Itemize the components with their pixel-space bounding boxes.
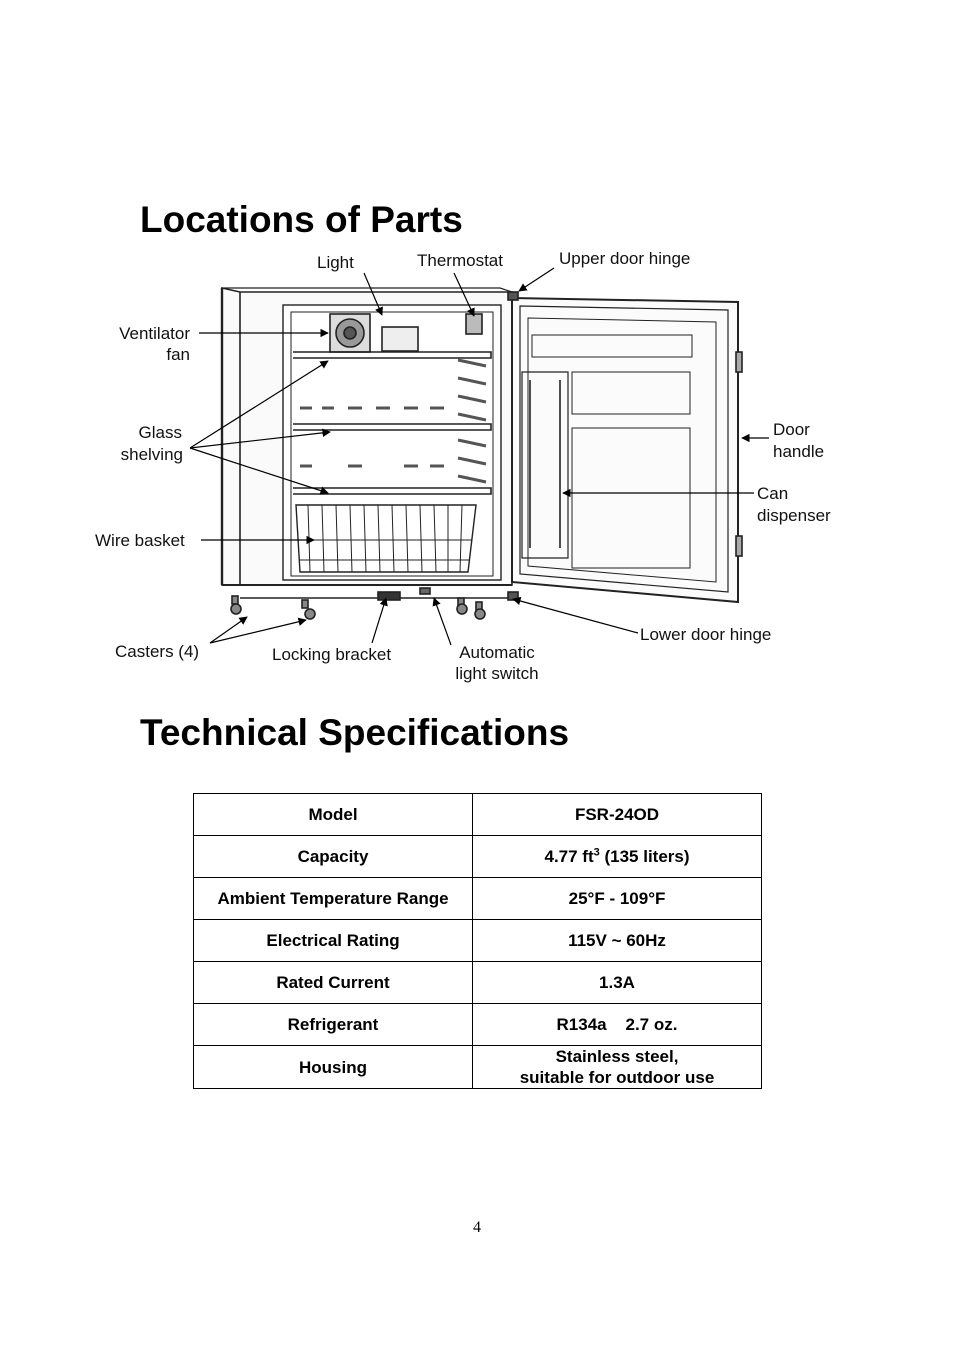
spec-key: Electrical Rating [193,919,473,962]
label-locking-bracket: Locking bracket [272,645,391,664]
callout-lines [189,267,769,646]
label-can: Can [757,484,788,503]
spec-value: Stainless steel, suitable for outdoor use [472,1045,762,1089]
capacity-exponent: 3 [593,846,600,859]
spec-value: R134a 2.7 oz. [472,1003,762,1046]
spec-key: Rated Current [193,961,473,1004]
housing-line-1: Stainless steel, [555,1047,679,1066]
label-light-switch: light switch [455,664,538,683]
spec-key: Housing [193,1045,473,1089]
capacity-value: 4.77 ft [544,847,594,866]
fridge-illustration [220,287,743,620]
label-wire-basket: Wire basket [95,531,185,550]
label-glass: Glass [139,423,182,442]
spec-value: FSR-24OD [472,793,762,836]
spec-key: Model [193,793,473,836]
parts-heading: Locations of Parts [140,199,463,240]
spec-key: Refrigerant [193,1003,473,1046]
table-row: Rated Current 1.3A [193,961,762,1004]
table-row: Capacity 4.77 ft3 (135 liters) [193,835,762,878]
label-light: Light [317,253,354,272]
label-casters: Casters (4) [115,642,199,661]
label-dispenser: dispenser [757,506,831,525]
table-row: Housing Stainless steel, suitable for out… [193,1045,762,1089]
spec-value: 25°F - 109°F [472,877,762,920]
label-lower-door-hinge: Lower door hinge [640,625,771,644]
table-row: Electrical Rating 115V ~ 60Hz [193,919,762,962]
capacity-liters: (135 liters) [599,847,690,866]
housing-line-2: suitable for outdoor use [519,1068,715,1087]
label-ventilator: Ventilator [119,324,190,343]
label-upper-door-hinge: Upper door hinge [559,249,690,268]
spec-key: Capacity [193,835,473,878]
label-thermostat: Thermostat [417,251,503,270]
table-row: Refrigerant R134a 2.7 oz. [193,1003,762,1046]
table-row: Ambient Temperature Range 25°F - 109°F [193,877,762,920]
label-shelving: shelving [121,445,183,464]
label-door: Door [773,420,810,439]
table-row: Model FSR-24OD [193,793,762,836]
spec-value: 4.77 ft3 (135 liters) [472,835,762,878]
spec-value: 115V ~ 60Hz [472,919,762,962]
label-automatic: Automatic [459,643,535,662]
page-number: 4 [473,1219,481,1236]
specs-heading: Technical Specifications [140,712,570,753]
spec-key: Ambient Temperature Range [193,877,473,920]
parts-diagram: Light Thermostat Upper door hinge Ventil… [95,249,831,683]
label-fan: fan [166,345,190,364]
spec-value: 1.3A [472,961,762,1004]
label-handle: handle [773,442,824,461]
specs-table: Model FSR-24OD Capacity 4.77 ft3 (135 li… [193,793,762,1089]
